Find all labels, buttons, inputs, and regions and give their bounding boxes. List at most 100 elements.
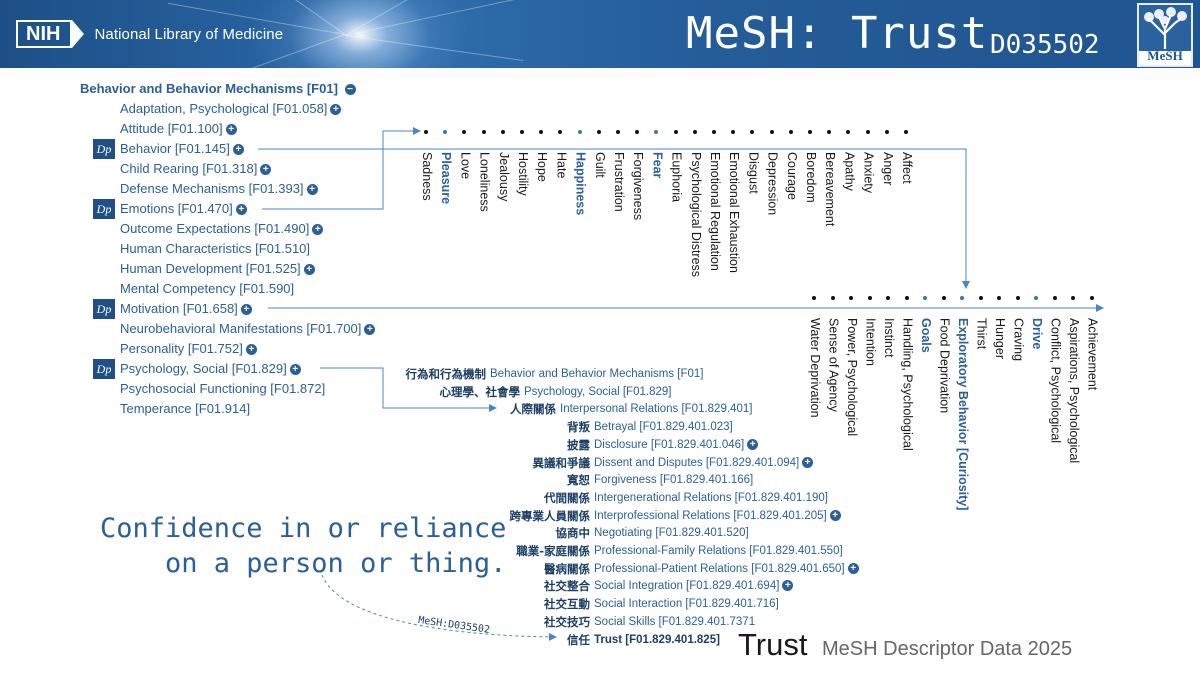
expand-icon[interactable]: + (312, 224, 324, 235)
tree-item[interactable]: Emotions [F01.470]+ (120, 201, 247, 217)
collapse-icon[interactable]: − (344, 84, 356, 95)
expand-icon[interactable]: + (330, 104, 342, 115)
term-label[interactable]: Guilt (592, 152, 607, 178)
expand-icon[interactable]: + (306, 184, 318, 195)
term-label[interactable]: Fear (650, 152, 665, 179)
term-label[interactable]: Bereavement (823, 152, 838, 227)
term-label[interactable]: Anxiety (861, 152, 876, 193)
nih-logo[interactable]: NIH National Library of Medicine (16, 20, 283, 48)
hierarchy-item[interactable]: Disclosure [F01.829.401.046]+ (594, 438, 759, 452)
term-label[interactable]: Goals (919, 318, 933, 353)
hierarchy-item[interactable]: Social Integration [F01.829.401.694]+ (594, 579, 794, 593)
expand-icon[interactable]: + (260, 164, 272, 175)
term-label[interactable]: Disgust (746, 152, 761, 194)
tree-item[interactable]: Human Characteristics [F01.510] (120, 241, 310, 257)
expand-icon[interactable]: + (364, 324, 376, 335)
hierarchy-item[interactable]: Professional-Family Relations [F01.829.4… (594, 544, 843, 558)
hierarchy-item[interactable]: Forgiveness [F01.829.401.166] (594, 473, 753, 487)
tree-item[interactable]: Behavior [F01.145]+ (120, 141, 244, 157)
tree-item[interactable]: Personality [F01.752]+ (120, 341, 257, 357)
hierarchy-item[interactable]: Betrayal [F01.829.401.023] (594, 420, 733, 434)
term-label[interactable]: Hunger (993, 318, 1007, 359)
term-label[interactable]: Euphoria (669, 152, 684, 203)
expand-icon[interactable]: + (225, 124, 237, 135)
term-dot (865, 130, 870, 134)
descriptor-id: D035502 (990, 30, 1100, 60)
term-label[interactable]: Emotional Regulation (708, 152, 722, 271)
term-label[interactable]: Depression (765, 152, 780, 216)
term-label[interactable]: Forgiveness (631, 152, 646, 221)
tree-item[interactable]: Mental Competency [F01.590] (120, 281, 294, 297)
expand-icon[interactable]: + (847, 562, 859, 574)
term-label[interactable]: Hope (535, 152, 550, 182)
term-label[interactable]: Hate (554, 152, 569, 179)
term-dot (520, 130, 524, 134)
tree-item[interactable]: Temperance [F01.914] (120, 401, 250, 417)
term-label[interactable]: Craving (1011, 318, 1026, 362)
hierarchy-item[interactable]: Trust [F01.829.401.825] (594, 633, 720, 647)
tree-item[interactable]: Neurobehavioral Manifestations [F01.700]… (120, 321, 376, 337)
term-dot (1052, 296, 1057, 300)
term-label[interactable]: Anger (880, 152, 895, 186)
expand-icon[interactable]: + (303, 264, 315, 275)
term-label[interactable]: Thirst (974, 318, 989, 350)
term-label[interactable]: Psychological Distress (688, 152, 703, 278)
term-label[interactable]: Hostility (516, 152, 530, 196)
term-label[interactable]: Sadness (420, 152, 434, 201)
hierarchy-item[interactable]: Intergenerational Relations [F01.829.401… (594, 491, 828, 505)
tree-item[interactable]: Motivation [F01.658]+ (120, 301, 252, 317)
term-label[interactable]: Boredom (804, 152, 818, 203)
term-label[interactable]: Aspirations, Psychological (1067, 318, 1081, 464)
hierarchy-item[interactable]: Psychology, Social [F01.829] (524, 385, 671, 399)
term-label[interactable]: Sense of Agency (826, 318, 841, 412)
term-label[interactable]: Jealousy (496, 152, 511, 202)
hierarchy-item[interactable]: Dissent and Disputes [F01.829.401.094]+ (594, 456, 814, 470)
tree-item[interactable]: Adaptation, Psychological [F01.058]+ (120, 101, 342, 117)
tree-item[interactable]: Psychosocial Functioning [F01.872] (120, 381, 325, 397)
expand-icon[interactable]: + (829, 509, 841, 521)
hierarchy-item[interactable]: Interprofessional Relations [F01.829.401… (594, 509, 841, 523)
term-label[interactable]: Emotional Exhaustion (727, 152, 742, 273)
term-label[interactable]: Apathy (842, 152, 857, 191)
term-label[interactable]: Water Deprivation (808, 318, 822, 418)
expand-icon[interactable]: + (747, 438, 759, 450)
tree-item[interactable]: Child Rearing [F01.318]+ (120, 161, 272, 177)
term-label[interactable]: Power, Psychological (845, 318, 859, 437)
hierarchy-item[interactable]: Behavior and Behavior Mechanisms [F01] (490, 367, 704, 381)
term-label[interactable]: Handling, Psychological (900, 318, 915, 451)
tree-item[interactable]: Psychology, Social [F01.829]+ (120, 361, 301, 377)
term-label[interactable]: Achievement (1085, 318, 1100, 391)
tree-item[interactable]: Outcome Expectations [F01.490]+ (120, 221, 324, 237)
expand-icon[interactable]: + (235, 204, 247, 215)
term-label[interactable]: Love (458, 152, 473, 180)
term-label[interactable]: Frustration (612, 152, 626, 212)
term-label[interactable]: Loneliness (477, 152, 492, 212)
expand-icon[interactable]: + (802, 456, 814, 468)
tree-root[interactable]: Behavior and Behavior Mechanisms [F01] − (80, 81, 356, 96)
mesh-logo[interactable]: MeSH (1137, 3, 1193, 67)
tree-item[interactable]: Human Development [F01.525]+ (120, 261, 315, 277)
hierarchy-item[interactable]: Interpersonal Relations [F01.829.401] (560, 402, 752, 416)
term-label[interactable]: Intention (863, 318, 878, 366)
hierarchy-item[interactable]: Social Skills [F01.829.401.7371 (594, 615, 755, 629)
term-label[interactable]: Happiness (573, 152, 588, 216)
expand-icon[interactable]: + (782, 580, 794, 592)
hierarchy-item[interactable]: Social Interaction [F01.829.401.716] (594, 597, 779, 611)
tree-item[interactable]: Attitude [F01.100]+ (120, 121, 237, 137)
tree-item[interactable]: Defense Mechanisms [F01.393]+ (120, 181, 318, 197)
expand-icon[interactable]: + (245, 344, 257, 355)
term-label[interactable]: Exploratory Behavior [Curiosity] (956, 318, 970, 511)
term-dot (731, 130, 736, 134)
term-label[interactable]: Pleasure (439, 152, 454, 205)
hierarchy-item[interactable]: Negotiating [F01.829.401.520] (594, 526, 749, 540)
term-label[interactable]: Conflict, Psychological (1048, 318, 1063, 444)
expand-icon[interactable]: + (289, 364, 301, 375)
term-label[interactable]: Instinct (882, 318, 896, 358)
hierarchy-item[interactable]: Professional-Patient Relations [F01.829.… (594, 562, 859, 576)
expand-icon[interactable]: + (232, 144, 244, 155)
term-label[interactable]: Drive (1030, 318, 1044, 350)
term-label[interactable]: Food Deprivation (937, 318, 952, 414)
term-label[interactable]: Affect (900, 152, 914, 184)
expand-icon[interactable]: + (240, 304, 252, 315)
term-label[interactable]: Courage (784, 152, 799, 200)
